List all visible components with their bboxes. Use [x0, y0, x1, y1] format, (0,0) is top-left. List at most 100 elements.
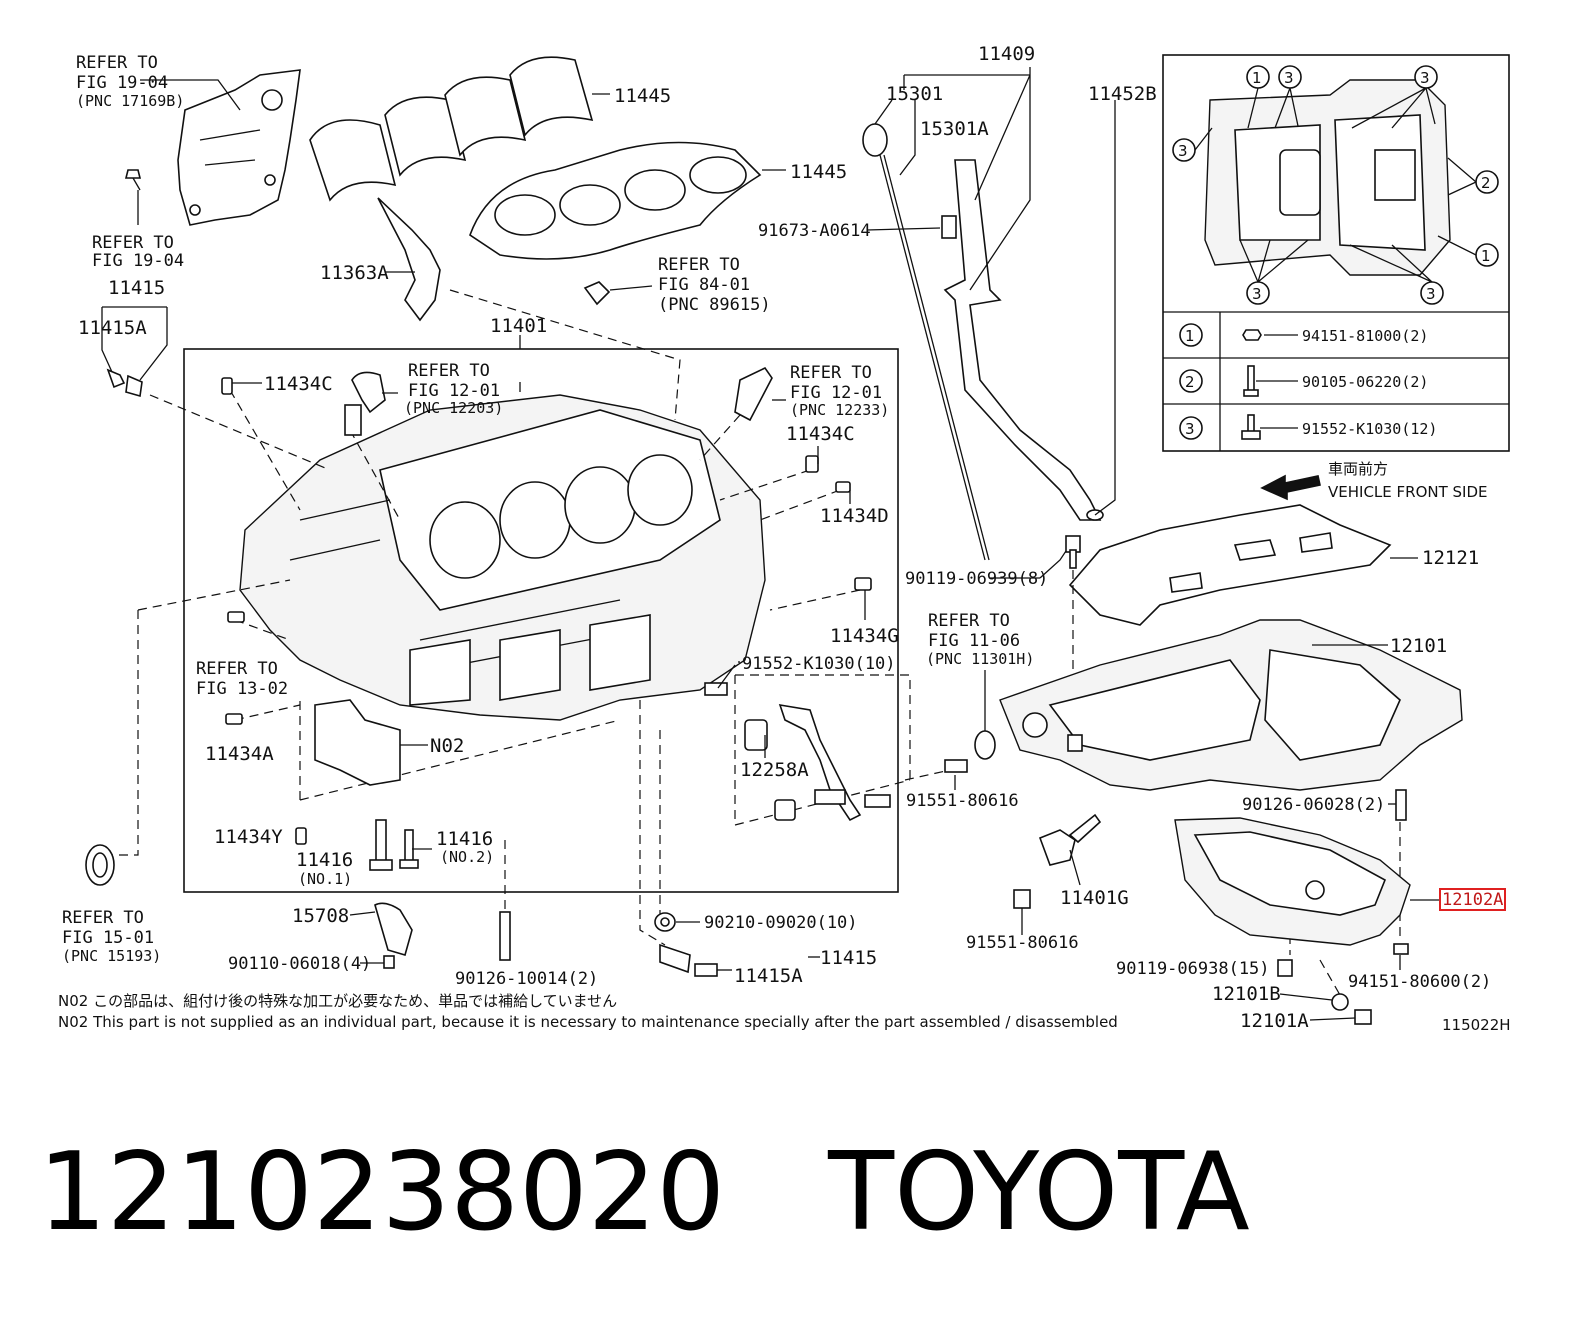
- legend-part: 90105-06220(2): [1302, 373, 1428, 391]
- dash-line: [229, 389, 301, 511]
- refer-label: (PNC 89615): [658, 295, 771, 315]
- legend-marker: 3: [1185, 420, 1195, 438]
- figure-id: 115022H: [1442, 1016, 1511, 1034]
- bearing-set-lower: [469, 141, 762, 260]
- stud-part: [1395, 789, 1407, 821]
- part-label: 11434G: [830, 625, 899, 647]
- part-label: 11401G: [1060, 887, 1129, 909]
- dash-line: [449, 289, 681, 421]
- bolt-part: [1065, 535, 1081, 569]
- bolt-icon: [1247, 365, 1255, 393]
- part-label: 11416: [436, 828, 493, 850]
- inset-callouts: 1 3 3 3 2 1 3 3: [1172, 65, 1499, 305]
- refer-label: (PNC 11301H): [926, 650, 1034, 668]
- part-label: 12101: [1390, 635, 1447, 657]
- legend-row-3: 3 91552-K1030(12): [1179, 414, 1437, 440]
- part-label: 11434C: [264, 373, 333, 395]
- part-label: 90126-06028(2): [1242, 795, 1385, 815]
- timing-cover-part: [177, 69, 301, 226]
- highlighted-part-label[interactable]: 12102A: [1442, 890, 1503, 910]
- part-label: 11415: [108, 277, 165, 299]
- leader: [1069, 849, 1081, 886]
- note-line-jp: N02 この部品は、組付け後の特殊な加工が必要なため、単品では補給していません: [58, 992, 617, 1010]
- leader: [1094, 100, 1116, 516]
- leader: [1309, 1017, 1356, 1021]
- svg-text:3: 3: [1284, 69, 1294, 87]
- part-label: 11434D: [820, 505, 889, 527]
- highlight-box: [1439, 888, 1506, 911]
- refer-label: REFER TO: [62, 908, 144, 928]
- part-label: N02: [430, 735, 464, 757]
- svg-text:3: 3: [1420, 69, 1430, 87]
- refer-label: REFER TO: [928, 611, 1010, 631]
- refer-label: (PNC 17169B): [76, 92, 184, 110]
- oil-cooler-pipe-part: [744, 703, 891, 822]
- dash-line: [234, 704, 301, 721]
- svg-text:1: 1: [1252, 69, 1262, 87]
- lower-oil-pan-part: [1174, 817, 1411, 946]
- part-label: 90126-10014(2): [455, 969, 598, 989]
- leader: [874, 99, 893, 125]
- part-number: 1210238020: [38, 1130, 726, 1255]
- dash-line: [149, 394, 331, 471]
- bolt-part: [369, 819, 419, 871]
- leader: [899, 100, 916, 176]
- part-caption: 1210238020 TOYOTA: [38, 1130, 1250, 1255]
- part-label: 91673-A0614: [758, 221, 871, 241]
- oil-jet-part: [344, 371, 386, 436]
- refer-label: REFER TO: [408, 361, 490, 381]
- dipstick-part: [862, 123, 990, 561]
- part-label: 12101B: [1212, 983, 1281, 1005]
- leader: [609, 285, 653, 291]
- leader: [969, 74, 1031, 291]
- part-label: (NO.2): [440, 848, 494, 866]
- dash-line: [719, 469, 811, 501]
- engine-block-part: [239, 394, 766, 721]
- part-label: 11409: [978, 43, 1035, 65]
- part-label: 91552-K1030(10): [742, 654, 896, 674]
- refer-label: REFER TO: [790, 363, 872, 383]
- part-label: 94151-80600(2): [1348, 972, 1491, 992]
- vehicle-front-arrow-icon: [1260, 474, 1321, 501]
- dash-line: [699, 414, 741, 461]
- part-label: 11434A: [205, 743, 274, 765]
- legend-row-1: 1 94151-81000(2): [1179, 323, 1428, 347]
- cylinder-part: [734, 366, 773, 422]
- legend-part: 91552-K1030(12): [1302, 420, 1437, 438]
- dash-line: [112, 610, 139, 856]
- refer-label: REFER TO: [196, 659, 278, 679]
- baffle-plate-part: [1068, 504, 1392, 626]
- thrust-washer-part: [377, 197, 441, 322]
- stud-bolt-part: [499, 911, 511, 961]
- vehicle-front-label: VEHICLE FRONT SIDE: [1328, 483, 1488, 501]
- part-label: 12121: [1422, 547, 1479, 569]
- part-label: 12101A: [1240, 1010, 1309, 1032]
- refer-label: FIG 19-04: [92, 251, 184, 271]
- dash-line: [904, 769, 951, 781]
- brand-name: TOYOTA: [828, 1130, 1250, 1255]
- part-label: 11434C: [786, 423, 855, 445]
- part-label: (NO.1): [298, 870, 352, 888]
- part-label: 90119-06939(8): [905, 569, 1048, 589]
- leader: [101, 307, 113, 373]
- dash-line: [734, 675, 911, 826]
- oil-level-sensor-part: [1038, 813, 1102, 866]
- sensor-part: [583, 281, 611, 306]
- part-label: 11452B: [1088, 83, 1157, 105]
- text-labels: REFER TO FIG 19-04 (PNC 17169B) REFER TO…: [58, 43, 1511, 1034]
- dash-line: [1319, 959, 1341, 996]
- bearing-cap-part: [314, 699, 401, 786]
- refer-label: FIG 12-01: [408, 381, 500, 401]
- union-part: [659, 943, 718, 977]
- dash-line: [234, 619, 291, 641]
- refer-label: FIG 19-04: [76, 73, 168, 93]
- inset-box: [1162, 54, 1510, 452]
- part-label: 90210-09020(10): [704, 913, 858, 933]
- dash-line: [137, 579, 291, 611]
- leader: [139, 307, 168, 381]
- part-label: 11415: [820, 947, 877, 969]
- part-label: 11416: [296, 849, 353, 871]
- leader: [866, 227, 941, 231]
- legend-part: 94151-81000(2): [1302, 327, 1428, 345]
